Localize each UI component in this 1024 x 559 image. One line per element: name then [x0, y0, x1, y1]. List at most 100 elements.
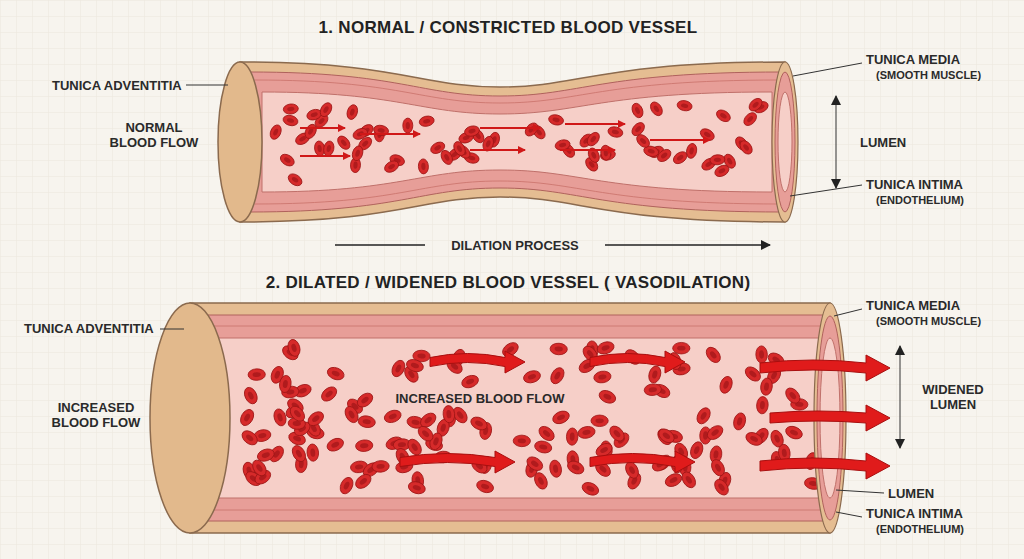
red-blood-cell [513, 435, 530, 447]
red-blood-cell [460, 373, 480, 390]
red-blood-cell [714, 108, 732, 124]
flow-arrow [650, 139, 710, 141]
red-blood-cell [536, 424, 557, 444]
section-title: 2. DILATED / WIDENED BLOOD VESSEL ( VASO… [0, 275, 1020, 290]
leader-lines [186, 63, 862, 196]
flow-arrow [400, 451, 515, 473]
red-blood-cell [335, 134, 352, 152]
flow-arrow [760, 355, 890, 381]
part-label: LUMEN [888, 486, 934, 501]
red-blood-cell [580, 480, 600, 498]
red-blood-cell [318, 101, 334, 119]
red-blood-cell [756, 346, 768, 364]
red-blood-cell [656, 426, 677, 445]
layer-sublabel: (ENDOTHELIUM) [876, 523, 964, 536]
flow-arrow [480, 127, 540, 129]
red-blood-cell [355, 390, 376, 410]
red-blood-cell [383, 159, 401, 175]
red-blood-cell [372, 460, 390, 473]
red-blood-cell [738, 138, 755, 156]
flow-label: INCREASED BLOOD FLOW [355, 391, 605, 406]
red-blood-cell [319, 384, 340, 404]
red-blood-cell [630, 102, 645, 120]
red-blood-cell [655, 147, 673, 164]
flow-arrow [590, 351, 685, 373]
red-blood-cell [648, 100, 665, 118]
part-label: LUMEN [860, 135, 906, 150]
red-blood-cell [783, 385, 803, 406]
flow-label: NORMAL BLOOD FLOW [108, 120, 200, 150]
red-blood-cell [591, 415, 608, 427]
layer-label: TUNICA ADVENTITIA [24, 321, 154, 336]
red-blood-cell [326, 365, 346, 382]
red-blood-cell [383, 408, 403, 425]
red-blood-cell [451, 140, 467, 158]
red-blood-cell [548, 459, 563, 478]
red-blood-cell [597, 388, 617, 406]
red-blood-cell [407, 480, 427, 496]
red-blood-cell [338, 475, 356, 495]
red-blood-cell [585, 130, 602, 148]
red-blood-cell [747, 96, 765, 114]
layer-label: TUNICA ADVENTITIA [52, 78, 182, 93]
red-blood-cell [565, 459, 586, 477]
red-blood-cell [283, 103, 299, 115]
red-blood-cell [550, 343, 568, 355]
red-blood-cell [744, 430, 765, 448]
red-blood-cell [703, 345, 723, 366]
red-blood-cell [287, 403, 307, 424]
layer-label: TUNICA MEDIA [866, 52, 960, 67]
layer-sublabel: (ENDOTHELIUM) [876, 194, 964, 207]
red-blood-cell [673, 342, 690, 354]
red-blood-cell [647, 365, 663, 385]
red-blood-cell [345, 103, 359, 120]
flow-arrow [470, 149, 525, 151]
layer-sublabel: (SMOOTH MUSCLE) [876, 315, 981, 328]
red-blood-cell [351, 145, 365, 162]
red-blood-cell [741, 110, 759, 128]
dilated-vessel [150, 303, 846, 533]
red-blood-cell [403, 118, 413, 133]
red-blood-cell [238, 407, 256, 428]
red-blood-cell [718, 375, 734, 395]
red-blood-cell [442, 405, 455, 423]
constricted-vessel [218, 62, 798, 222]
red-blood-cell [566, 428, 578, 446]
red-blood-cell [596, 340, 616, 356]
red-blood-cell [475, 478, 495, 494]
red-blood-cell [548, 113, 565, 126]
red-blood-cell [272, 407, 288, 427]
red-blood-cell [239, 428, 260, 448]
red-blood-cell [278, 375, 292, 394]
red-blood-cell [286, 171, 304, 188]
red-blood-cell [663, 471, 684, 489]
red-blood-cell [593, 370, 612, 384]
red-blood-cell [532, 471, 550, 491]
red-blood-cell [548, 365, 567, 386]
red-blood-cell [607, 125, 624, 138]
red-blood-cell [577, 425, 596, 440]
layer-sublabel: (SMOOTH MUSCLE) [876, 69, 981, 82]
red-blood-cell [705, 423, 726, 443]
red-blood-cell [464, 125, 481, 138]
flow-arrow [300, 127, 345, 129]
red-blood-cell [629, 120, 646, 138]
flow-arrow [565, 123, 625, 125]
red-blood-cell [242, 385, 260, 405]
red-blood-cell [305, 409, 326, 429]
red-blood-cell [694, 405, 713, 426]
red-blood-cell [784, 424, 804, 441]
red-blood-cell [290, 443, 309, 464]
red-blood-cell [709, 457, 727, 478]
leader-lines [160, 309, 900, 517]
red-blood-cell [600, 145, 612, 161]
red-blood-cell [405, 357, 425, 373]
red-blood-cell [389, 358, 407, 379]
flow-arrow [770, 405, 890, 431]
flow-arrow [760, 453, 890, 479]
red-blood-cell [439, 148, 455, 166]
red-blood-cell [303, 122, 319, 140]
flow-arrow [300, 155, 350, 157]
red-blood-cell [357, 415, 376, 429]
red-blood-cell [355, 439, 373, 452]
